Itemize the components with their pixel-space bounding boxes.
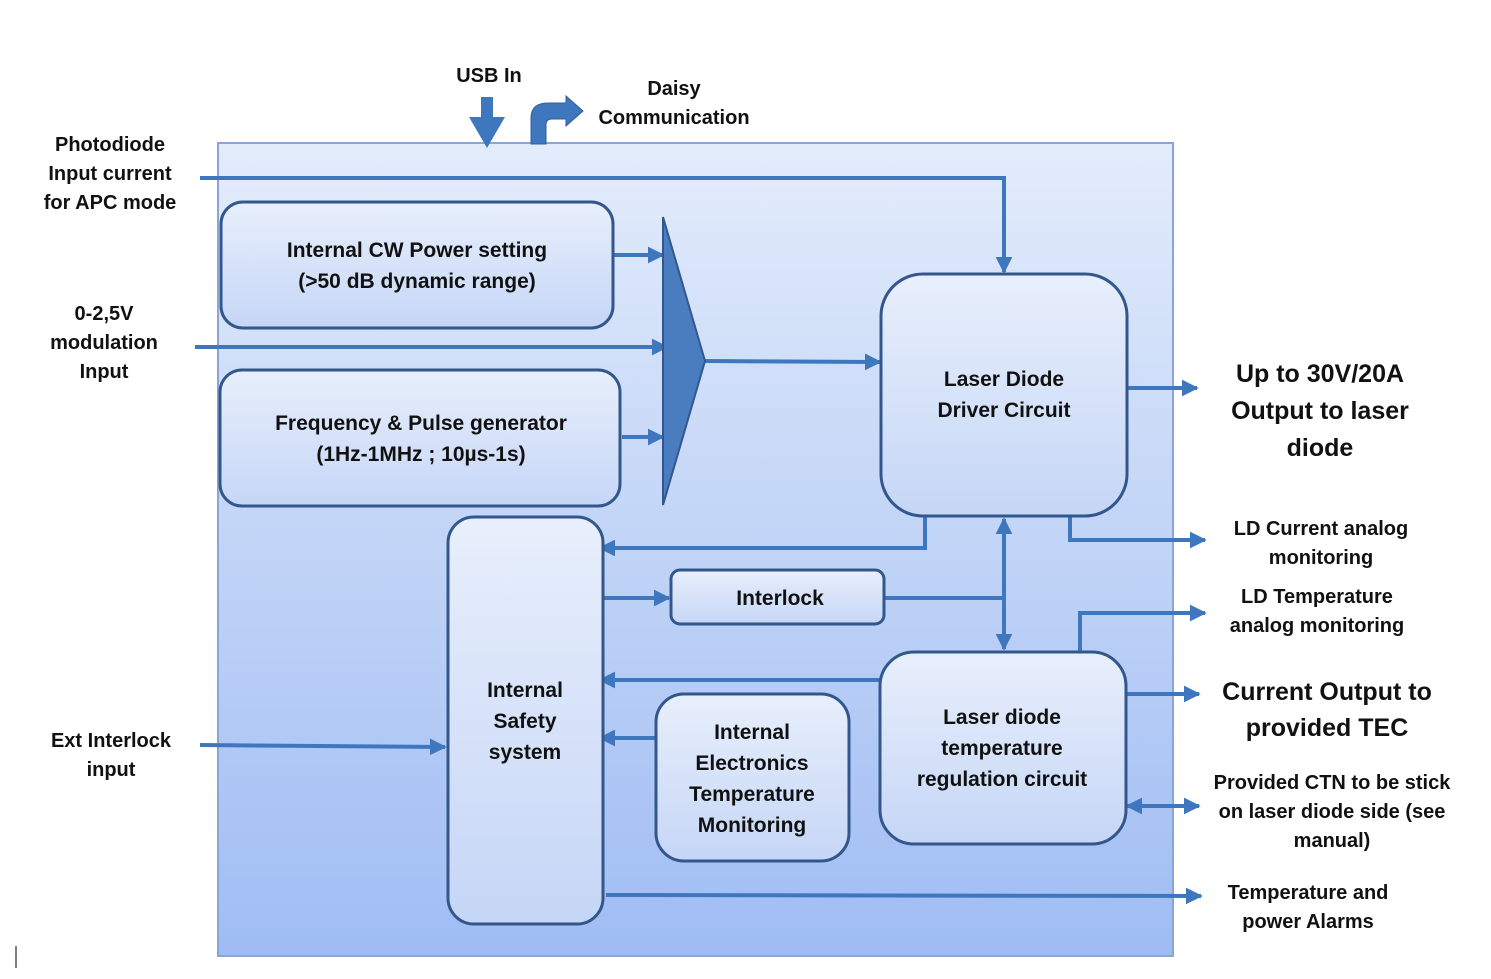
label-line: Frequency & Pulse generator bbox=[275, 412, 567, 435]
freq-pulse-label: Frequency & Pulse generator (1Hz-1MHz ; 1… bbox=[275, 412, 567, 466]
label-line: analog monitoring bbox=[1230, 615, 1404, 637]
usb-in-arrow-icon bbox=[469, 97, 505, 148]
driver-block bbox=[879, 272, 1129, 518]
electronics-temp-block bbox=[654, 692, 851, 863]
label-line: monitoring bbox=[1269, 547, 1373, 569]
ld-temp-connector bbox=[1078, 604, 1207, 651]
label-line: Communication bbox=[598, 107, 749, 129]
cw-power-block bbox=[219, 200, 615, 330]
label-line: (1Hz-1MHz ; 10µs-1s) bbox=[316, 443, 525, 466]
label-line: Provided CTN to be stick bbox=[1214, 772, 1452, 794]
label-line: Internal bbox=[487, 679, 563, 702]
ld-temp-label: LD Temperature analog monitoring bbox=[1230, 586, 1404, 637]
label-line: Interlock bbox=[736, 587, 824, 610]
label-line: temperature bbox=[941, 737, 1062, 760]
label-line: LD Current analog bbox=[1234, 518, 1408, 540]
label-line: modulation bbox=[50, 332, 158, 354]
ld-current-label: LD Current analog monitoring bbox=[1234, 518, 1408, 569]
daisy-communication-arrow-icon bbox=[530, 94, 584, 145]
temp-reg-block bbox=[878, 650, 1128, 846]
label-line: manual) bbox=[1294, 830, 1371, 852]
label-line: Daisy bbox=[647, 78, 701, 100]
label-line: Internal CW Power setting bbox=[287, 239, 547, 262]
signal-combiner-shape bbox=[662, 216, 707, 506]
label-line: Monitoring bbox=[698, 814, 806, 837]
freq-pulse-block bbox=[218, 368, 622, 508]
label-line: for APC mode bbox=[44, 192, 177, 214]
laser-output-label: Up to 30V/20A Output to laser diode bbox=[1231, 360, 1409, 462]
alarms-label: Temperature and power Alarms bbox=[1228, 882, 1389, 933]
alarms-connector bbox=[605, 887, 1203, 905]
tec-output-label: Current Output to provided TEC bbox=[1222, 678, 1432, 742]
label-line: Up to 30V/20A bbox=[1236, 360, 1404, 388]
label-line: Input bbox=[80, 361, 129, 383]
driver-to-safety-connector bbox=[598, 516, 927, 557]
usb-label: USB In bbox=[456, 65, 522, 87]
safety-block bbox=[446, 515, 605, 926]
label-line: regulation circuit bbox=[917, 768, 1087, 791]
cw-power-label: Internal CW Power setting (>50 dB dynamic… bbox=[287, 239, 547, 293]
label-line: system bbox=[489, 741, 561, 764]
label-line: provided TEC bbox=[1246, 714, 1409, 742]
label-line: Temperature bbox=[689, 783, 815, 806]
label-line: power Alarms bbox=[1242, 911, 1374, 933]
label-line: on laser diode side (see bbox=[1219, 801, 1446, 823]
label-line: Current Output to bbox=[1222, 678, 1432, 706]
label-line: Output to laser bbox=[1231, 397, 1409, 425]
label-line: Laser Diode bbox=[944, 368, 1064, 391]
temp-reg-label: Laser diode temperature regulation circuit bbox=[917, 706, 1087, 791]
label-line: diode bbox=[1287, 434, 1354, 462]
label-line: Electronics bbox=[695, 752, 808, 775]
label-line: Temperature and bbox=[1228, 882, 1389, 904]
interlock-label: Interlock bbox=[736, 587, 824, 610]
label-line: Input current bbox=[48, 163, 172, 185]
ctn-label: Provided CTN to be stick on laser diode s… bbox=[1214, 772, 1452, 852]
mux-to-driver-connector bbox=[704, 353, 882, 371]
label-line: Internal bbox=[714, 721, 790, 744]
label-line: 0-2,5V bbox=[75, 303, 135, 325]
label-line: input bbox=[87, 759, 136, 781]
label-line: Laser diode bbox=[943, 706, 1061, 729]
label-line: (>50 dB dynamic range) bbox=[298, 270, 536, 293]
label-line: Driver Circuit bbox=[937, 399, 1070, 422]
label-line: Ext Interlock bbox=[51, 730, 172, 752]
photodiode-connector bbox=[200, 176, 1013, 274]
label-line: LD Temperature bbox=[1241, 586, 1393, 608]
interlock-block bbox=[669, 568, 886, 626]
label-line: USB In bbox=[456, 65, 522, 87]
ext-interlock-connector bbox=[199, 738, 447, 756]
ld-current-connector bbox=[1068, 516, 1207, 549]
label-line: Photodiode bbox=[55, 134, 165, 156]
ext-interlock-label: Ext Interlock input bbox=[51, 730, 172, 781]
label-line: Safety bbox=[493, 710, 556, 733]
